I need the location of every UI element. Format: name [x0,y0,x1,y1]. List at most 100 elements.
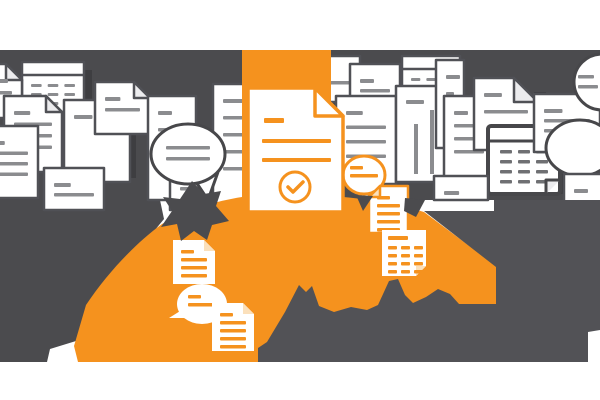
text-line [54,193,94,197]
fold-corner [4,62,24,82]
document-outline [432,174,490,202]
text-line [401,270,410,274]
text-line [350,174,378,178]
text-line [14,111,31,115]
text-line [500,150,512,154]
document-icon [0,124,40,200]
text-line [377,196,390,200]
orange-spreadsheet-icon [382,230,426,276]
text-line [166,157,210,161]
text-line [181,266,207,270]
text-line [0,79,8,83]
fold-corner [313,86,345,118]
bar-line [414,124,418,174]
text-line [388,262,397,266]
text-line [181,258,207,262]
text-line [544,109,563,113]
text-line [220,345,246,349]
text-line [500,160,512,164]
text-line [31,84,42,87]
text-line [158,111,172,115]
text-line [188,295,201,299]
text-line [454,111,468,115]
text-line [388,254,397,258]
title-line [264,118,284,123]
fold-corner [204,240,215,251]
check-circle-icon [278,170,312,204]
text-line [500,170,512,174]
text-line [0,172,28,176]
text-line [446,75,460,79]
speech-bubble-icon [149,122,227,202]
text-line [574,189,588,193]
text-line [64,84,75,87]
text-line [105,97,121,101]
text-line [578,85,598,89]
text-line [262,139,331,143]
crumpled-paper-icon [161,181,229,241]
text-line [536,170,548,174]
text-line [47,84,59,87]
bar-line [430,110,434,174]
left-gray-wedge [0,200,164,362]
text-line [166,146,210,150]
text-line [406,100,424,104]
text-line [346,111,363,115]
verified-document-icon [246,86,345,214]
fold-corner [243,303,254,314]
text-line [377,220,400,224]
text-line [536,160,548,164]
dark-accent [404,198,425,217]
text-line [518,170,530,174]
text-line [401,262,410,266]
text-line [414,254,423,258]
text-line [388,246,397,250]
dark-accent [356,195,373,211]
text-line [220,321,246,325]
text-line [518,150,530,154]
bubble-outline [149,122,227,186]
text-line [346,140,386,144]
text-line [518,180,530,184]
text-line [401,246,410,250]
text-line [64,93,75,96]
right-gray-mass [258,200,600,362]
text-line [0,151,28,155]
text-line [220,329,246,333]
text-line [181,250,194,254]
text-line [0,141,5,145]
text-line [377,212,400,216]
text-line [484,110,528,114]
check-mark-icon [286,180,305,194]
text-line [188,303,216,307]
text-line [220,313,233,317]
text-line [0,162,28,166]
text-line [74,115,93,119]
fold-corner [512,76,540,104]
text-line [414,270,423,274]
orange-document-icon [173,240,215,284]
bubble-outline [544,118,600,178]
text-line [360,89,390,93]
text-line [411,78,421,81]
text-line [360,79,374,83]
text-line [414,262,423,266]
document-icon [93,80,152,136]
text-line [47,93,59,96]
text-line [518,160,530,164]
orange-document-icon [367,184,410,235]
text-line [262,158,331,162]
text-line [350,166,363,170]
text-line [377,204,400,208]
document-icon [562,172,600,206]
text-line [444,191,460,195]
document-icon [432,174,490,202]
text-line [346,125,386,129]
fold-corner [44,94,64,114]
document-icon [42,166,106,212]
text-line [401,254,410,258]
fold-corner [544,178,560,194]
text-line [223,99,244,103]
